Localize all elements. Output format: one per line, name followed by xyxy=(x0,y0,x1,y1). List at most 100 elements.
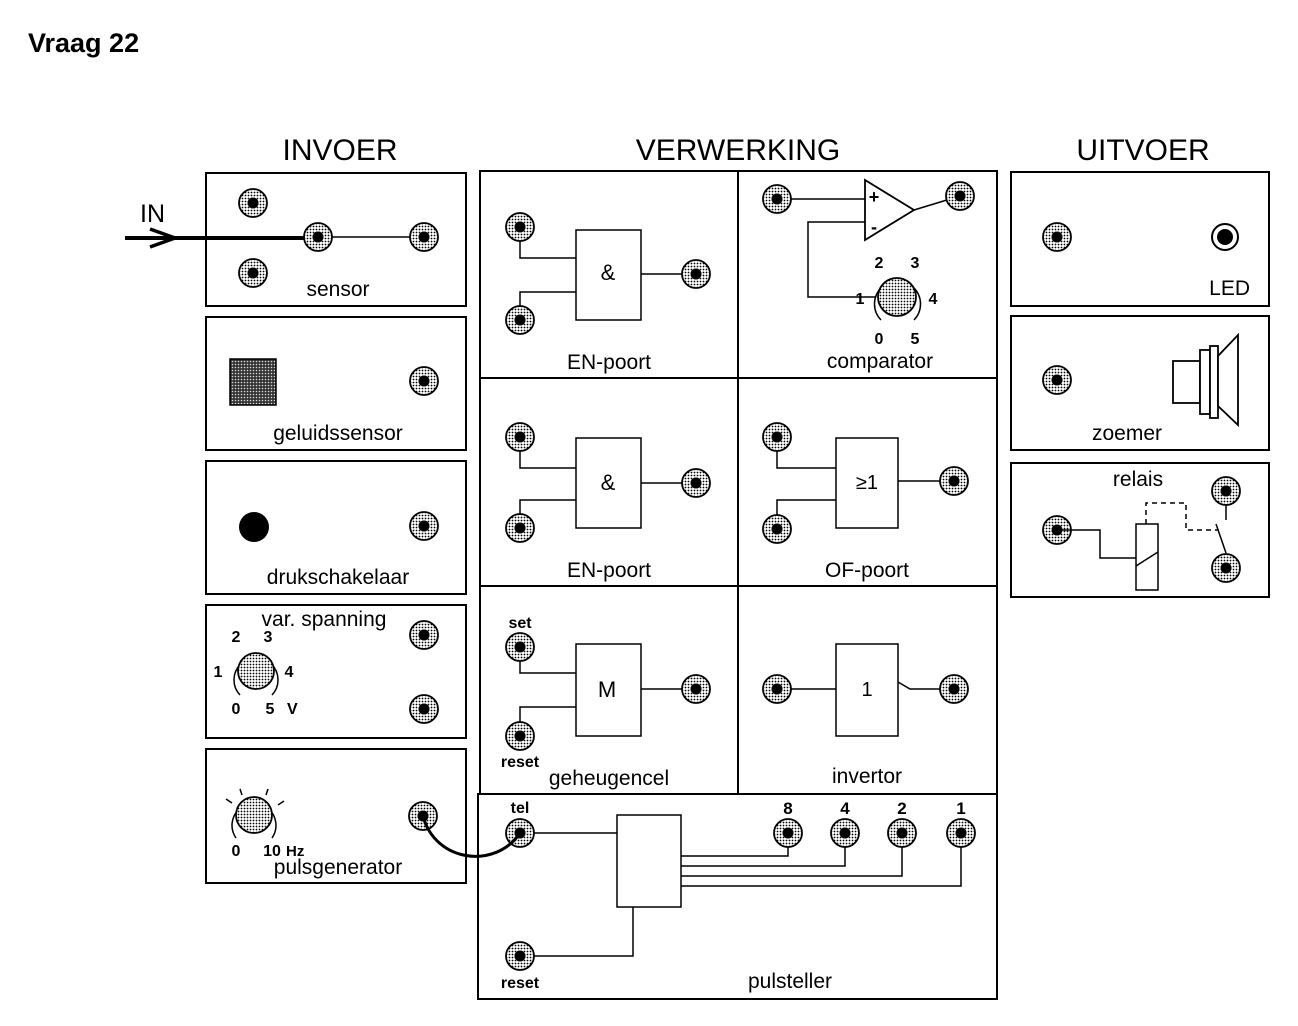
comparator-socket-input[interactable] xyxy=(762,184,792,214)
question-title: Vraag 22 xyxy=(28,28,139,58)
pulse-scale-unit: Hz xyxy=(286,843,304,860)
or-gate-socket-a[interactable] xyxy=(762,422,792,452)
comparator-minus-label: - xyxy=(871,217,877,237)
or-gate-symbol: ≥1 xyxy=(856,472,878,494)
or-gate-label: OF-poort xyxy=(825,559,909,582)
relay-coil-icon xyxy=(1135,523,1159,591)
counter-wire-1 xyxy=(681,833,962,887)
led-module xyxy=(1010,171,1270,307)
pulse-generator-label: pulsgenerator xyxy=(274,856,402,879)
counter-socket-1[interactable] xyxy=(946,818,976,848)
pulse-dial-tick xyxy=(277,800,285,806)
led-socket[interactable] xyxy=(1042,222,1072,252)
comparator-dial-knob[interactable] xyxy=(877,277,917,317)
memory-set-label: set xyxy=(508,615,532,632)
or-gate-socket-b[interactable] xyxy=(762,514,792,544)
and-gate-1-socket-b[interactable] xyxy=(505,305,535,335)
memory-cell-label: geheugencel xyxy=(549,767,669,790)
sensor-socket-bottom[interactable] xyxy=(238,258,268,288)
or-gate-body xyxy=(835,437,899,529)
counter-output-label-1: 1 xyxy=(956,799,965,818)
and-gate-2-socket-out[interactable] xyxy=(681,468,711,498)
sound-sensor-socket[interactable] xyxy=(409,366,439,396)
and-gate-1-symbol: & xyxy=(601,260,616,285)
variable-voltage-module xyxy=(205,604,467,739)
relay-coil-diagonal xyxy=(1135,551,1159,567)
input-arrow-label: IN xyxy=(140,200,165,228)
led-label: LED xyxy=(1209,277,1250,300)
pulse-counter-module xyxy=(477,793,998,1000)
sound-sensor-module xyxy=(205,316,467,451)
and-gate-1-body xyxy=(575,229,642,321)
comparator-scale-4: 4 xyxy=(929,291,938,308)
led-lamp xyxy=(1217,229,1233,245)
comparator-scale-2: 2 xyxy=(875,255,884,272)
counter-socket-reset[interactable] xyxy=(505,941,535,971)
variable-voltage-socket-top[interactable] xyxy=(409,620,439,650)
voltage-scale-5: 5 xyxy=(266,701,275,718)
counter-socket-4[interactable] xyxy=(830,818,860,848)
inverter-body xyxy=(835,643,899,737)
patch-cable[interactable] xyxy=(421,814,522,858)
buzzer-socket[interactable] xyxy=(1042,365,1072,395)
heading-uitvoer: UITVOER xyxy=(1076,134,1209,167)
pulse-dial-knob[interactable] xyxy=(235,796,273,834)
inverter-socket-in[interactable] xyxy=(762,674,792,704)
comparator-socket-output[interactable] xyxy=(945,181,975,211)
heading-invoer: INVOER xyxy=(282,134,397,167)
inverter-socket-out[interactable] xyxy=(939,674,969,704)
relay-linkage-dashed xyxy=(1145,502,1219,531)
counter-socket-8[interactable] xyxy=(773,818,803,848)
and-gate-2-socket-b[interactable] xyxy=(505,513,535,543)
sensor-label: sensor xyxy=(306,278,369,301)
voltage-scale-4: 4 xyxy=(285,664,294,681)
comparator-wire-minus xyxy=(807,221,876,298)
inverter-symbol: 1 xyxy=(861,679,872,701)
voltage-scale-2: 2 xyxy=(232,629,241,646)
sensor-socket-input[interactable] xyxy=(303,222,333,252)
counter-socket-2[interactable] xyxy=(887,818,917,848)
counter-wire-8 xyxy=(681,833,789,857)
voltage-scale-0: 0 xyxy=(232,701,241,718)
variable-voltage-label: var. spanning xyxy=(262,608,387,631)
relay-socket-top[interactable] xyxy=(1211,476,1241,506)
input-arrow-head xyxy=(149,227,181,249)
voltage-dial-knob[interactable] xyxy=(237,652,275,690)
comparator-scale-1: 1 xyxy=(856,291,865,308)
voltage-unit: V xyxy=(287,701,298,718)
and-gate-1-socket-a[interactable] xyxy=(505,212,535,242)
relay-wire-coil xyxy=(1057,529,1136,559)
pulse-dial-tick xyxy=(225,798,233,804)
sensor-socket-top[interactable] xyxy=(238,188,268,218)
pulse-dial-tick xyxy=(239,788,243,796)
sensor-socket-output[interactable] xyxy=(409,222,439,252)
pulse-counter-label: pulsteller xyxy=(748,970,832,993)
memory-cell-body xyxy=(575,643,642,737)
and-gate-1-socket-out[interactable] xyxy=(681,259,711,289)
memory-socket-set[interactable] xyxy=(505,632,535,662)
relay-socket-bottom[interactable] xyxy=(1211,553,1241,583)
push-button-icon[interactable] xyxy=(239,512,269,542)
pulse-dial-tick xyxy=(265,788,269,796)
voltage-scale-3: 3 xyxy=(264,629,273,646)
and-gate-2-socket-a[interactable] xyxy=(505,422,535,452)
heading-verwerking: VERWERKING xyxy=(636,134,840,167)
voltage-scale-1: 1 xyxy=(214,664,223,681)
memory-socket-out[interactable] xyxy=(681,674,711,704)
push-switch-label: drukschakelaar xyxy=(267,566,409,589)
sound-sensor-label: geluidssensor xyxy=(273,422,403,445)
counter-wire-reset xyxy=(520,907,634,957)
pulse-scale-min: 0 xyxy=(232,843,241,860)
and-gate-2-symbol: & xyxy=(601,470,616,495)
buzzer-module xyxy=(1010,315,1270,451)
relay-label: relais xyxy=(1113,468,1163,491)
counter-output-label-4: 4 xyxy=(840,799,850,818)
or-gate-socket-out[interactable] xyxy=(939,466,969,496)
variable-voltage-socket-bottom[interactable] xyxy=(409,694,439,724)
pulse-counter-body xyxy=(616,814,682,908)
memory-socket-reset[interactable] xyxy=(505,721,535,751)
push-switch-socket[interactable] xyxy=(409,511,439,541)
buzzer-label: zoemer xyxy=(1092,422,1162,445)
and-gate-1-label: EN-poort xyxy=(567,351,651,374)
